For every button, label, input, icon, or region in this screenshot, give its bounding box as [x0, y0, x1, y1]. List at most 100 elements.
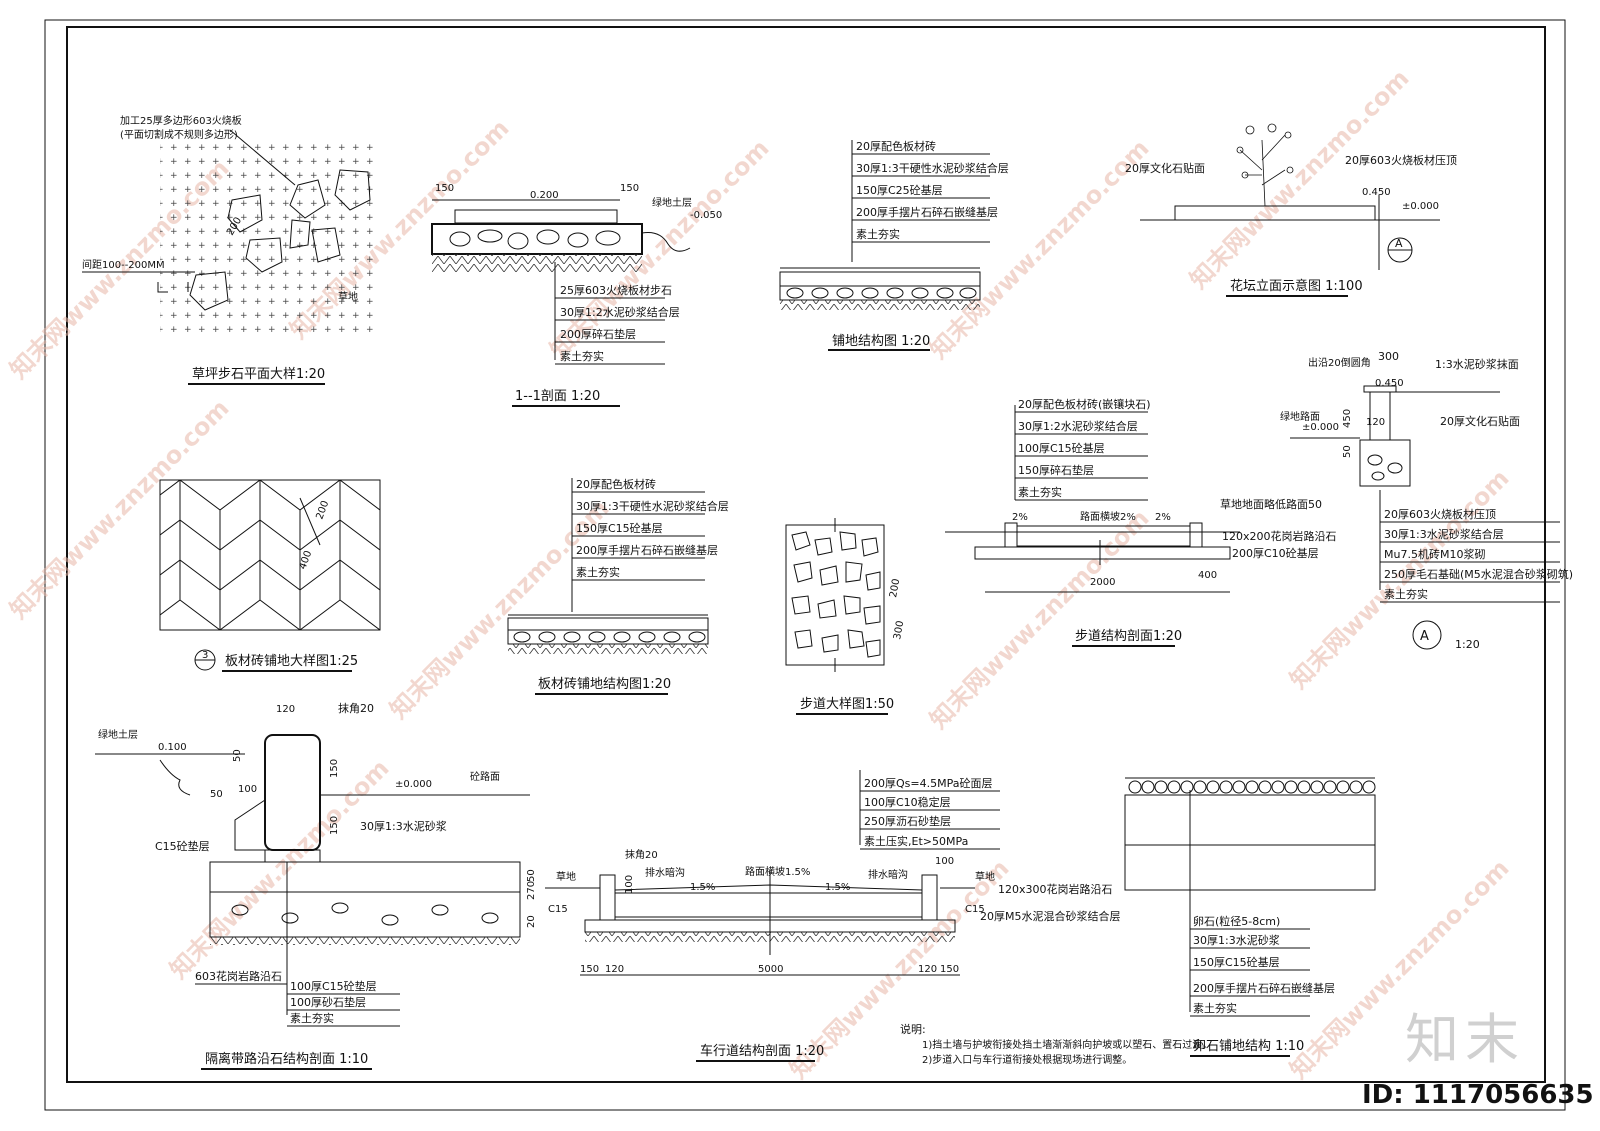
notes-heading: 说明:	[900, 1022, 926, 1036]
dim-150-lower: 150	[329, 816, 340, 835]
title-pebble-structure: 卵石铺地结构 1:10	[1193, 1039, 1304, 1054]
dim-400: 400	[1198, 570, 1217, 581]
dim-50: 50	[1342, 445, 1353, 458]
title-tile-structure: 板材砖铺地结构图1:20	[538, 677, 671, 692]
label-grass-right: 草地	[975, 870, 995, 883]
label-c10-base: 200厚C10砼基层	[1232, 547, 1319, 560]
label-concrete-road: 砼路面	[470, 770, 500, 783]
slope-label: 路面横坡1.5%	[745, 865, 810, 878]
note-chamfer: 抹角20	[338, 702, 374, 715]
panel-tile-structure: 20厚配色板材砖 30厚1:3干硬性水泥砂浆结合层 150厚C15砼基层 200…	[507, 477, 729, 695]
label-grass: 草地	[338, 290, 358, 303]
dim-150-upper: 150	[329, 759, 340, 778]
layer-c15: 100厚C15砼基层	[1018, 442, 1105, 455]
slope-2-right: 2%	[1155, 512, 1171, 523]
inner-border	[66, 26, 1546, 1083]
stepping-stones	[189, 169, 371, 311]
note-chamfer: 抹角20	[625, 848, 658, 861]
label-c15-left: C15	[548, 904, 568, 915]
note-rounded-edge: 出沿20倒圆角	[1308, 356, 1371, 369]
layer-color-tile: 20厚配色板材砖	[576, 477, 656, 491]
detail-marker-a-label: A	[1395, 237, 1403, 250]
dim-200: 200	[314, 499, 331, 521]
pebble-row	[1128, 780, 1376, 794]
panel-detail-a: 300 出沿20倒圆角 1:3水泥砂浆抹面 0.450 120 20厚文化石贴面…	[1280, 350, 1573, 651]
layer-brick: Mu7.5机砖M10浆砌	[1384, 547, 1485, 561]
elev-0000: ±0.000	[395, 779, 432, 790]
note-stone-material: 加工25厚多边形603火烧板	[120, 114, 242, 127]
dim-150-left: 150	[435, 183, 454, 194]
dim-100-left: 100	[624, 875, 635, 894]
brand-logo: 知末	[1405, 1008, 1525, 1071]
layer-c25: 150厚C25砼基层	[856, 184, 943, 197]
layer-mortar: 30厚1:2水泥砂浆结合层	[1018, 419, 1138, 433]
panel-median-kerb-section: 120 抹角20 绿地土层 0.100 50 ±0.000 砼路面 150 50…	[95, 702, 530, 1070]
detail-badge-a	[1412, 620, 1442, 650]
label-green-soil: 绿地土层	[98, 728, 138, 741]
note-spacing: 间距100--200MM	[82, 258, 165, 271]
layer-mortar: 30厚1:3水泥砂浆结合层	[1384, 527, 1504, 541]
elev-0200: 0.200	[530, 190, 559, 201]
panel-paving-structure: 20厚配色板材砖 30厚1:3干硬性水泥砂浆结合层 150厚C25砼基层 200…	[779, 139, 1009, 351]
layer-soil: 素土夯实	[576, 565, 620, 579]
svg-text:知末网www.znzmo.com: 知末网www.znzmo.com	[164, 754, 394, 984]
slope-label: 路面横坡2%	[1080, 510, 1136, 523]
elev-minus-0050: -0.050	[690, 210, 722, 221]
panel-tile-pattern: 200 400 3 板材砖铺地大样图1:25	[159, 479, 381, 672]
layer-mortar: 30厚1:2水泥砂浆结合层	[560, 305, 680, 319]
layer-soil: 素土压实,Et>50MPa	[864, 834, 968, 848]
note-mortar: 30厚1:3水泥砂浆	[360, 819, 447, 833]
note-2: 2)步道入口与车行道衔接处根据现场进行调整。	[922, 1053, 1132, 1066]
image-id-label: ID: 1117056635	[1362, 1080, 1594, 1110]
svg-text:知末网www.znzmo.com: 知末网www.znzmo.com	[1184, 64, 1414, 294]
dim-100-right: 100	[935, 856, 954, 867]
layer-dry-mortar: 30厚1:3干硬性水泥砂浆结合层	[576, 499, 729, 513]
svg-text:知末网www.znzmo.com: 知末网www.znzmo.com	[4, 394, 234, 624]
dim-450: 450	[1342, 409, 1353, 428]
layer-soil: 素土夯实	[1384, 587, 1428, 601]
dim-200: 200	[888, 578, 902, 599]
layer-mortar: 30厚1:3水泥砂浆	[1193, 933, 1280, 947]
label-drain-right: 排水暗沟	[868, 868, 908, 881]
title-flowerbed-elevation: 花坛立面示意图 1:100	[1230, 278, 1363, 294]
dim-300: 300	[892, 620, 906, 641]
notes-block: 说明: 1)挡土墙与护坡衔接处挡土墙渐渐斜向护坡或以塑石、置石过渡。 2)步道入…	[900, 1022, 1212, 1066]
dim-120-right: 120	[918, 964, 937, 975]
layer-sand: 250厚沥石砂垫层	[864, 814, 951, 828]
title-carriageway-section: 车行道结构剖面 1:20	[700, 1043, 824, 1059]
layer-rubble-base: 250厚毛石基础(M5水泥混合砂浆砌筑)	[1384, 567, 1573, 581]
label-culture-stone: 20厚文化石贴面	[1125, 161, 1205, 175]
slope-2-left: 2%	[1012, 512, 1028, 523]
note-1: 1)挡土墙与护坡衔接处挡土墙渐渐斜向护坡或以塑石、置石过渡。	[922, 1038, 1212, 1051]
layer-soil: 素土夯实	[560, 349, 604, 363]
detail-badge-3-label: 3	[202, 650, 208, 661]
label-grass-left: 草地	[556, 870, 576, 883]
dim-120-left: 120	[605, 964, 624, 975]
panel-flowerbed-elevation: 20厚文化石贴面 20厚603火烧板材压顶 0.450 ±0.000 A 花坛立…	[1125, 123, 1457, 297]
label-c15-right: C15	[965, 904, 985, 915]
label-green-road: 绿地路面	[1280, 410, 1320, 423]
elev-0450: 0.450	[1362, 187, 1391, 198]
layer-tile-inlay: 20厚配色板材砖(嵌镶块石)	[1018, 397, 1151, 411]
layer-concrete-surface: 200厚Qs=4.5MPa砼面层	[864, 777, 992, 790]
layer-rubble: 200厚手摆片石碎石嵌缝基层	[576, 543, 718, 557]
elev-0000: ±0.000	[1402, 201, 1439, 212]
layer-gravel: 150厚碎石垫层	[1018, 463, 1094, 477]
label-grass-lower: 草地地面略低路面50	[1220, 497, 1322, 511]
dim-120: 120	[1366, 417, 1385, 428]
layer-soil: 素土夯实	[1193, 1001, 1237, 1015]
lawn-pattern	[160, 140, 380, 335]
outer-border	[44, 19, 1566, 1111]
title-paving-structure: 铺地结构图 1:20	[832, 334, 930, 349]
svg-text:知末网www.znzmo.com: 知末网www.znzmo.com	[924, 504, 1154, 734]
layer-soil: 素土夯实	[290, 1011, 334, 1025]
elev-0450: 0.450	[1375, 378, 1404, 389]
panel-carriageway-section: 200厚Qs=4.5MPa砼面层 100厚C10稳定层 250厚沥石砂垫层 素土…	[526, 770, 1121, 1062]
flowerbed-wall	[1174, 205, 1376, 221]
label-coping: 20厚603火烧板材压顶	[1345, 153, 1457, 167]
layer-gravel: 200厚碎石垫层	[560, 327, 636, 341]
dim-2000: 2000	[1090, 577, 1115, 588]
label-drain-left: 排水暗沟	[645, 866, 685, 879]
layer-c15: 150厚C15砼基层	[576, 522, 663, 535]
